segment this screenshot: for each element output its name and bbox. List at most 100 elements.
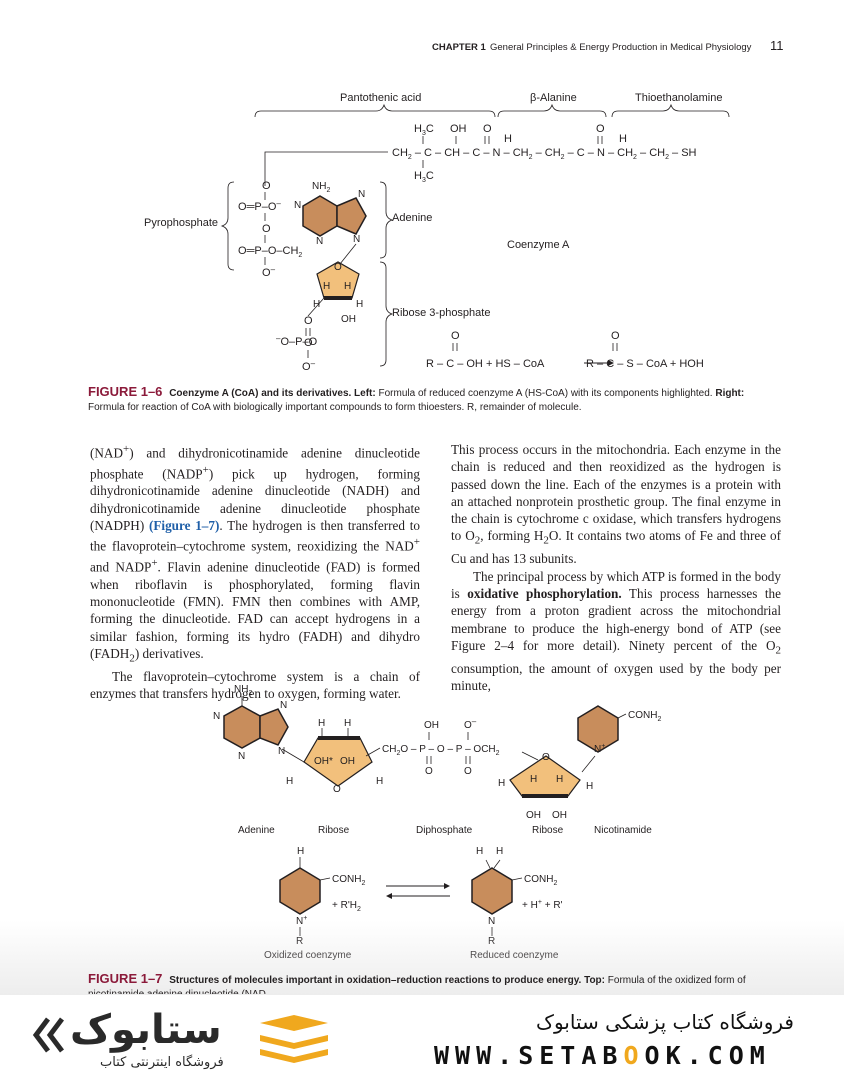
brace-alanine	[497, 103, 607, 118]
svg-text:H: H	[586, 781, 593, 792]
svg-text:O: O	[611, 330, 620, 342]
nad-ribose-1: H H OH* OH O H H Ribose	[286, 718, 383, 836]
body-column-right: This process occurs in the mitochondria.…	[451, 441, 781, 694]
svg-text:H: H	[286, 776, 293, 787]
atom-h3c-top: H3C	[414, 123, 434, 137]
store-url[interactable]: WWW.SETABOOK.COM	[434, 1041, 771, 1070]
ribose-phosphate: O O –O–P–O O–	[276, 315, 318, 373]
svg-text:R – C – OH + HS – CoA: R – C – OH + HS – CoA	[426, 358, 545, 370]
label-ribose-7b: Ribose	[532, 825, 564, 836]
logo-wordmark: ستابوک	[70, 1007, 222, 1053]
store-banner: ستابوک فروشگاه اینترنتی کتاب فروشگاه کتا…	[0, 995, 844, 1080]
svg-text:N: N	[213, 711, 220, 722]
paragraph-left-1: (NAD+) and dihydronicotinamide adenine d…	[90, 443, 420, 665]
svg-text:N+: N+	[296, 915, 307, 927]
svg-text:R: R	[296, 936, 303, 947]
chapter-label: CHAPTER 1	[432, 42, 486, 53]
chapter-title: General Principles & Energy Production i…	[490, 42, 752, 53]
svg-text:N: N	[488, 916, 495, 927]
book-stack-icon	[260, 1015, 328, 1063]
svg-text:H: H	[297, 846, 304, 857]
nad-ribose-2: O H H H H OH OH Ribose	[498, 751, 593, 836]
svg-text:CONH2: CONH2	[524, 874, 557, 887]
chevron-left-double-icon	[32, 1017, 64, 1053]
svg-text:H: H	[376, 776, 383, 787]
svg-text:H: H	[356, 299, 363, 310]
svg-text:H: H	[530, 774, 537, 785]
svg-text:H: H	[323, 281, 330, 292]
svg-text:OH*: OH*	[314, 756, 333, 767]
svg-text:+ R'H2: + R'H2	[332, 900, 361, 913]
pyro-row1: O═P–O–	[238, 199, 281, 213]
svg-text:OH: OH	[341, 314, 356, 325]
paragraph-left-2: The flavoprotein–cytochrome system is a …	[90, 668, 420, 702]
running-header: CHAPTER 1 General Principles & Energy Pr…	[0, 36, 844, 56]
svg-text:CH2O – P – O – P – OCH2: CH2O – P – O – P – OCH2	[382, 744, 500, 757]
equilibrium-arrows	[386, 883, 450, 899]
svg-text:O: O	[262, 180, 271, 192]
svg-text:OH: OH	[340, 756, 355, 767]
atom-o-carbonyl2: O	[596, 123, 605, 135]
label-beta-alanine: β-Alanine	[530, 92, 577, 104]
brace-thio	[611, 103, 730, 118]
store-name: فروشگاه کتاب پزشکی ستابوک	[536, 1010, 794, 1034]
svg-text:O: O	[464, 766, 472, 777]
label-ribose-7a: Ribose	[318, 825, 350, 836]
svg-text:OH: OH	[552, 810, 567, 821]
chain-text: CH2 – C – CH – C – N – CH2 – CH2 – C – N…	[392, 147, 697, 161]
label-reduced-coenzyme: Reduced coenzyme	[470, 950, 559, 961]
logo-subtitle: فروشگاه اینترنتی کتاب	[100, 1055, 224, 1070]
pyro-row2: O═P–O–CH2	[238, 245, 302, 259]
svg-text:R: R	[488, 936, 495, 947]
atom-o-carbonyl1: O	[483, 123, 492, 135]
svg-text:N: N	[294, 200, 301, 211]
svg-text:O: O	[262, 223, 271, 235]
phosphate-row: –O–P–O	[276, 334, 318, 348]
figure-1-7-link[interactable]: (Figure 1–7)	[148, 517, 220, 533]
paragraph-right-2: The principal process by which ATP is fo…	[451, 568, 781, 694]
svg-text:+ H+ + R': + H+ + R'	[522, 899, 563, 911]
svg-text:O: O	[304, 337, 313, 349]
svg-text:N: N	[316, 236, 323, 247]
figure-1-7-nad: NH2 N N N N Adenine H H OH* OH O H H Rib…	[213, 684, 661, 961]
atom-h-amide2: H	[619, 133, 627, 145]
atom-h3c-bottom: H3C	[414, 170, 434, 184]
svg-text:O: O	[542, 752, 550, 763]
brace-pantothenic	[254, 103, 496, 118]
svg-text:O: O	[304, 315, 313, 327]
svg-text:N: N	[358, 189, 365, 200]
label-thioethanolamine: Thioethanolamine	[635, 92, 722, 104]
pyro-o-minus: O–	[262, 265, 276, 279]
svg-text:O: O	[451, 330, 460, 342]
svg-text:O: O	[425, 766, 433, 777]
label-oxidized-coenzyme: Oxidized coenzyme	[264, 950, 352, 961]
atom-nh2-adenine: NH2	[312, 181, 330, 194]
svg-text:N: N	[278, 746, 285, 757]
figure-1-7-caption: FIGURE 1–7 Structures of molecules impor…	[88, 972, 746, 994]
coa-chain: H3C OH O H O H CH2 – C – CH – C – N – CH…	[264, 123, 697, 186]
svg-text:N: N	[280, 700, 287, 711]
pyrophosphate-group: O O═P–O– O O═P–O–CH2 O– Pyrophosphate	[144, 180, 302, 279]
nad-adenine: NH2 N N N N Adenine	[213, 684, 305, 836]
svg-text:H: H	[318, 718, 325, 729]
svg-text:H: H	[313, 299, 320, 310]
svg-text:CONH2: CONH2	[332, 874, 365, 887]
label-adenine: Adenine	[392, 212, 432, 224]
svg-text:H: H	[556, 774, 563, 785]
svg-text:H: H	[344, 281, 351, 292]
svg-text:O: O	[333, 784, 341, 795]
nad-diphosphate: OH O– CH2O – P – O – P – OCH2 O O Diphos…	[365, 717, 500, 836]
atom-oh-top: OH	[450, 123, 467, 135]
label-pantothenic-acid: Pantothenic acid	[340, 92, 421, 104]
ribose-ring: O H H H H OH Ribose 3-phosphate	[307, 261, 490, 367]
diphos-o-minus: O–	[464, 717, 477, 731]
label-coenzyme-a: Coenzyme A	[507, 239, 570, 251]
label-diphosphate: Diphosphate	[416, 825, 473, 836]
label-ribose-3-phosphate: Ribose 3-phosphate	[392, 307, 490, 319]
figure-1-6-caption: FIGURE 1–6 Coenzyme A (CoA) and its deri…	[88, 384, 745, 414]
label-adenine-7: Adenine	[238, 825, 275, 836]
svg-text:OH: OH	[424, 720, 439, 731]
page-number: 11	[770, 38, 784, 53]
figure-1-6-label: FIGURE 1–6	[88, 384, 163, 399]
svg-text:H: H	[498, 778, 505, 789]
